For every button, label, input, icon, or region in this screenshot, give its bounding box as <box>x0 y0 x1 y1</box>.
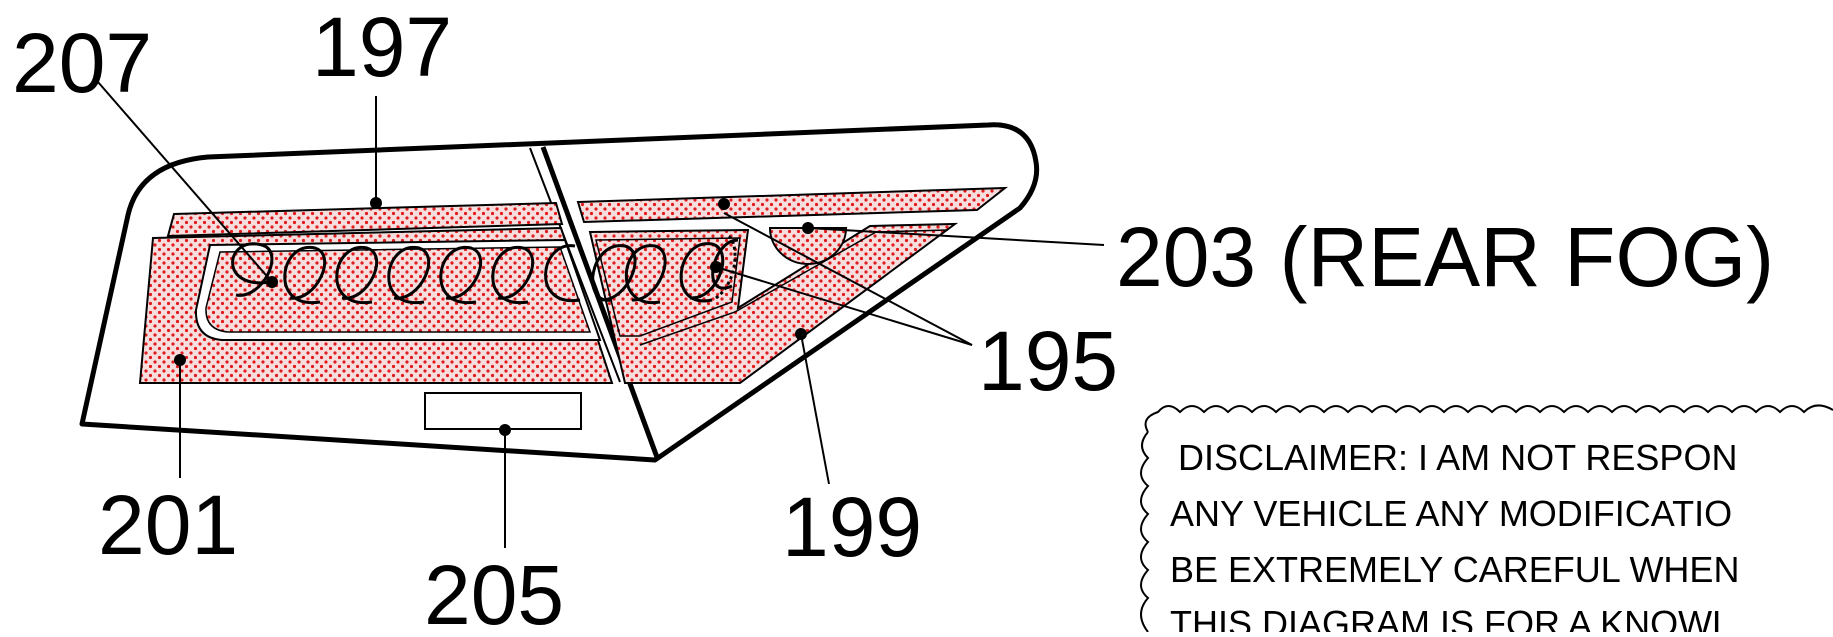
lamp-195-right-inner <box>595 237 741 337</box>
label-207: 207 <box>12 16 152 110</box>
dot-201 <box>174 354 186 366</box>
leader-dots <box>174 197 814 436</box>
lamp-205-plate-light <box>424 392 582 430</box>
dot-195a <box>718 198 730 210</box>
dot-199 <box>795 328 807 340</box>
lamp-top-strip-right <box>576 186 1009 224</box>
label-203-rear-fog: 203 (REAR FOG) <box>1116 210 1774 304</box>
leader-195a <box>723 212 973 346</box>
label-205: 205 <box>424 548 564 632</box>
leader-203 <box>807 227 1105 246</box>
leader-lines <box>97 81 1105 548</box>
section-divider <box>540 146 661 461</box>
disclaimer-line-2: ANY VEHICLE ANY MODIFICATIO <box>1170 493 1732 534</box>
leader-199 <box>800 333 830 485</box>
leader-195b <box>715 266 973 346</box>
leader-207 <box>97 81 273 283</box>
dot-207 <box>266 276 278 288</box>
label-195: 195 <box>978 314 1118 408</box>
label-197: 197 <box>312 0 452 94</box>
coil-195-dotted <box>715 234 737 300</box>
dot-195b <box>710 261 722 273</box>
coil-207 <box>231 242 581 305</box>
lamp-199-chevron-line <box>639 229 949 346</box>
label-199: 199 <box>782 480 922 574</box>
lamp-197-top-strip-left <box>166 201 564 238</box>
dot-203 <box>802 222 814 234</box>
disclaimer-line-3: BE EXTREMELY CAREFUL WHEN <box>1170 549 1739 590</box>
section-divider-inner <box>529 147 621 383</box>
lamp-203-rear-fog <box>768 227 848 265</box>
dot-205 <box>499 424 511 436</box>
label-201: 201 <box>98 478 238 572</box>
disclaimer-cloud-border <box>1140 404 1833 633</box>
dot-197 <box>370 197 382 209</box>
disclaimer-line-4: THIS DIAGRAM IS FOR A KNOWL <box>1170 603 1732 632</box>
coil-195 <box>591 238 739 305</box>
disclaimer-line-1: DISCLAIMER: I AM NOT RESPON <box>1178 437 1737 478</box>
